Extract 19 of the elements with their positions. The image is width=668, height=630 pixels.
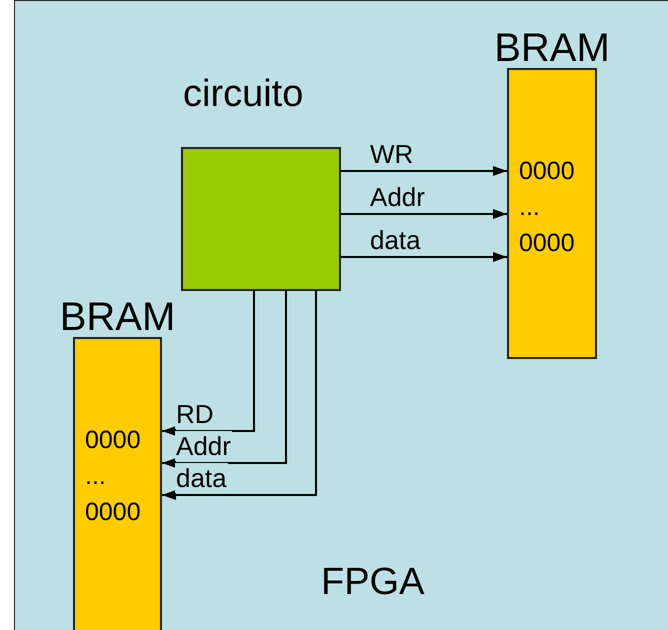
arrow bbox=[341, 252, 507, 262]
memory-word: 0000 bbox=[85, 497, 141, 528]
fpga-region bbox=[14, 0, 668, 630]
memory-word: ... bbox=[85, 461, 106, 492]
arrow bbox=[341, 209, 507, 219]
fpga-label: FPGA bbox=[321, 561, 424, 603]
arrow bbox=[162, 291, 317, 500]
memory-label: BRAM bbox=[494, 28, 610, 68]
edge-label: Addr bbox=[175, 431, 232, 461]
memory-label: BRAM bbox=[60, 297, 176, 337]
memory-word: 0000 bbox=[85, 425, 141, 456]
memory-word: ... bbox=[519, 192, 540, 223]
circuit-label: circuito bbox=[183, 75, 304, 113]
arrow bbox=[162, 291, 255, 436]
memory-word: 0000 bbox=[519, 228, 575, 259]
arrow bbox=[162, 291, 287, 468]
arrow bbox=[341, 166, 507, 176]
memory-word: 0000 bbox=[519, 156, 575, 187]
edge-label: data bbox=[175, 463, 228, 493]
